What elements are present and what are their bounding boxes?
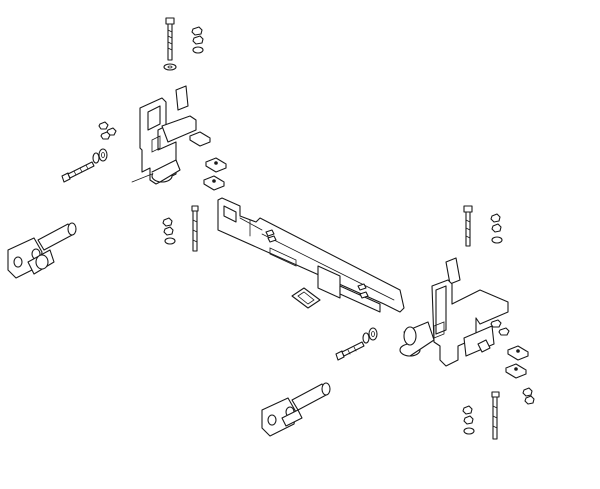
plate-right bbox=[445, 257, 461, 285]
bolt-lower-right bbox=[491, 391, 500, 440]
nuts-far-right bbox=[522, 387, 535, 405]
tow-arm-left bbox=[7, 222, 77, 279]
square-washer-ul-2 bbox=[205, 157, 227, 173]
plate-upper-left bbox=[175, 85, 189, 111]
tow-arm-lower bbox=[261, 382, 331, 437]
diamond-plate bbox=[291, 287, 321, 309]
washer-top-left bbox=[163, 63, 177, 71]
square-washer-ul-3 bbox=[203, 175, 225, 191]
square-washer-ul-1 bbox=[189, 131, 211, 147]
bolt-middle-horizontal bbox=[335, 327, 378, 361]
nuts-right-upper bbox=[490, 213, 503, 244]
nuts-top-left bbox=[191, 26, 204, 54]
bolt-left-horizontal bbox=[61, 148, 108, 183]
bolt-top-left bbox=[165, 17, 175, 61]
bracket-right bbox=[399, 279, 509, 367]
nuts-lower-right bbox=[462, 405, 475, 435]
nuts-upper-left bbox=[98, 121, 117, 140]
square-washer-r-1 bbox=[507, 345, 529, 361]
main-crossbar bbox=[217, 197, 405, 313]
small-bolts-crossbar bbox=[265, 229, 369, 299]
bolt-mid-left bbox=[191, 205, 199, 252]
nuts-mid-left bbox=[162, 217, 176, 245]
bolt-right-upper bbox=[463, 205, 473, 247]
nuts-right-bracket bbox=[490, 319, 510, 336]
bracket-upper-left bbox=[131, 97, 197, 185]
square-washer-r-2 bbox=[505, 363, 527, 379]
